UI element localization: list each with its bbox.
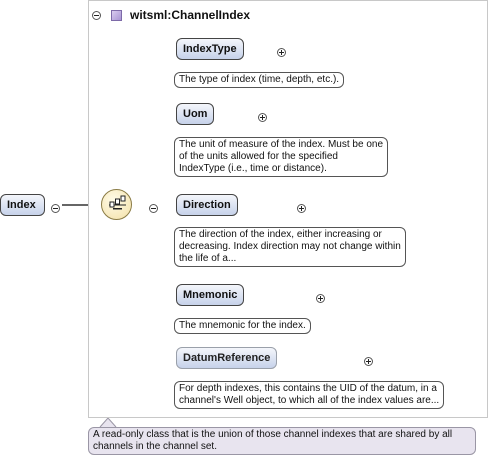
uom-expand-icon[interactable] bbox=[258, 113, 268, 122]
index-element[interactable]: Index bbox=[0, 194, 45, 216]
indextype-expand-icon[interactable] bbox=[276, 48, 286, 57]
uom-description: The unit of measure of the index. Must b… bbox=[174, 137, 389, 177]
mnemonic-expand-icon[interactable] bbox=[316, 294, 326, 303]
element-mnemonic-label: Mnemonic bbox=[183, 289, 238, 301]
complex-type-header: witsml:ChannelIndex bbox=[92, 6, 250, 24]
datumreference-description: For depth indexes, this contains the UID… bbox=[174, 381, 445, 409]
sequence-icon bbox=[109, 195, 126, 210]
complex-type-name: witsml:ChannelIndex bbox=[130, 8, 251, 22]
element-indextype[interactable]: IndexType bbox=[176, 38, 244, 60]
complex-type-icon bbox=[111, 9, 122, 21]
index-collapse-icon[interactable] bbox=[51, 204, 60, 213]
datumreference-expand-icon[interactable] bbox=[363, 357, 373, 366]
complex-type-description: A read-only class that is the union of t… bbox=[88, 427, 476, 455]
element-uom-label: Uom bbox=[183, 108, 208, 120]
description-pointer bbox=[99, 417, 117, 428]
element-direction[interactable]: Direction bbox=[176, 194, 238, 216]
index-element-label: Index bbox=[7, 199, 36, 211]
element-datumreference[interactable]: DatumReference bbox=[176, 347, 278, 369]
element-mnemonic[interactable]: Mnemonic bbox=[176, 284, 245, 306]
element-datumreference-label: DatumReference bbox=[183, 352, 271, 364]
sequence-collapse-icon[interactable] bbox=[149, 204, 159, 213]
mnemonic-description: The mnemonic for the index. bbox=[174, 318, 311, 334]
indextype-description: The type of index (time, depth, etc.). bbox=[174, 72, 345, 88]
element-indextype-label: IndexType bbox=[183, 43, 237, 55]
sequence-compositor[interactable] bbox=[101, 189, 132, 220]
direction-description: The direction of the index, either incre… bbox=[174, 227, 406, 267]
collapse-icon[interactable] bbox=[92, 10, 101, 20]
complex-type-container bbox=[88, 0, 488, 418]
direction-expand-icon[interactable] bbox=[296, 204, 306, 213]
element-direction-label: Direction bbox=[183, 199, 231, 211]
element-uom[interactable]: Uom bbox=[176, 103, 215, 125]
